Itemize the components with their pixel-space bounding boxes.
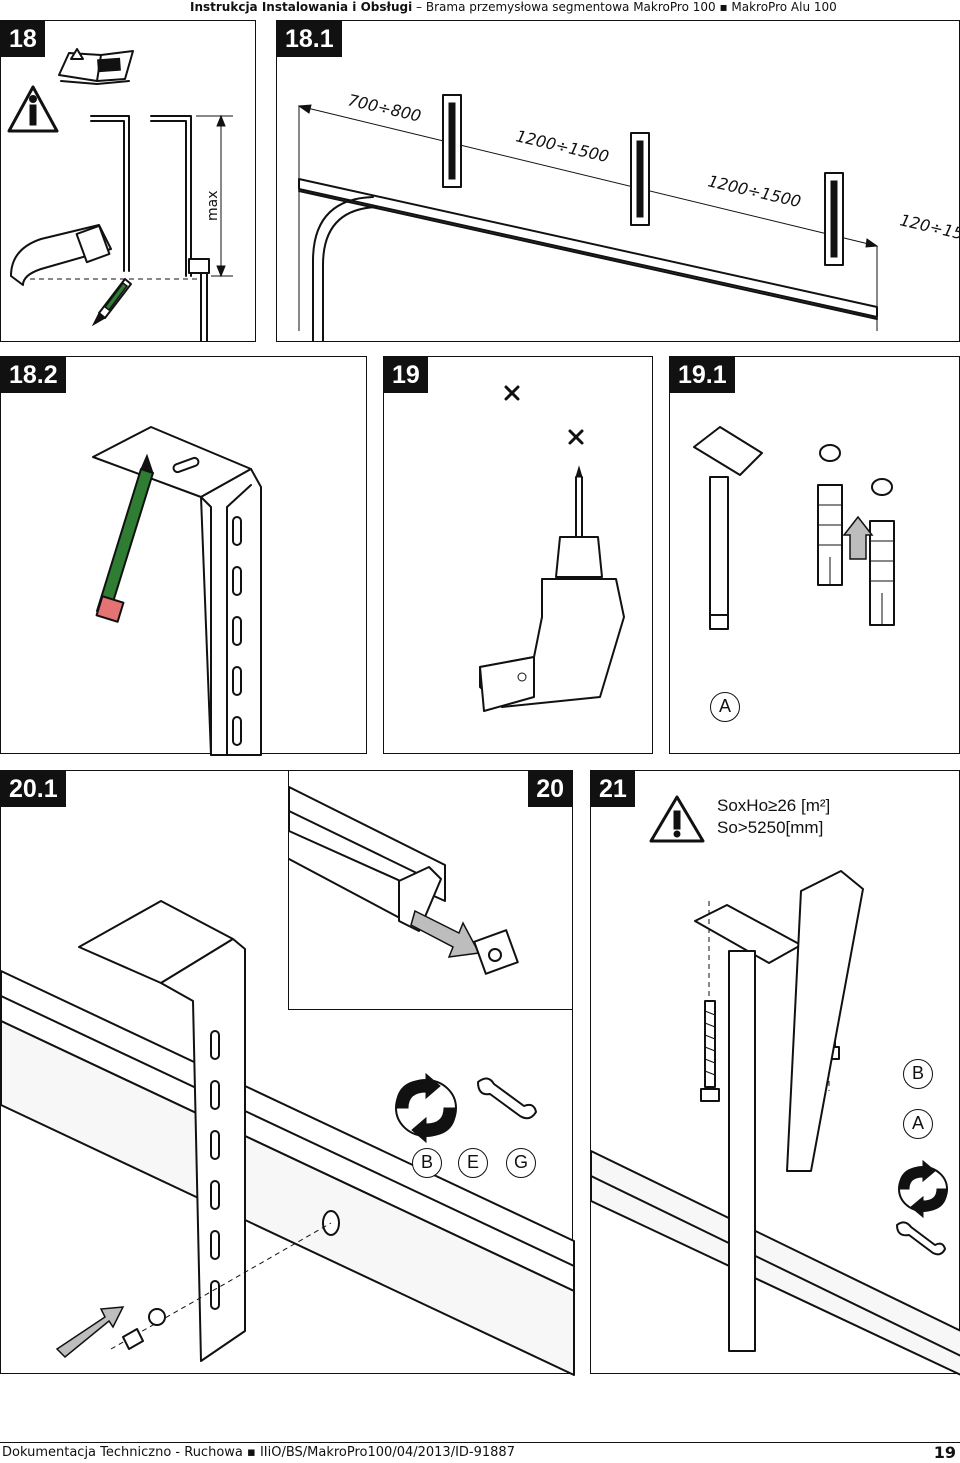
rotate-arrows-icon xyxy=(395,1072,457,1144)
header-title: Instrukcja Instalowania i Obsługi xyxy=(190,0,413,14)
panel-step-20: 20 xyxy=(288,770,573,1010)
wall-anchor xyxy=(869,520,895,626)
panel-step-19: 19 xyxy=(383,356,653,754)
part-label-b: B xyxy=(903,1059,933,1089)
max-label: max xyxy=(205,190,221,221)
dimension-4: 120÷150 xyxy=(898,210,960,245)
panel-step-18-1: 18.1 700÷800 1200÷1500 1200÷1500 120÷150 xyxy=(276,20,960,342)
step-number: 18.2 xyxy=(1,357,66,393)
hanger xyxy=(630,132,650,226)
page-footer: Dokumentacja Techniczno - Ruchowa ▪ IIiO… xyxy=(0,1442,960,1463)
formula-line-1: SoxHo≥26 [m²] xyxy=(717,796,831,815)
rotate-arrows-icon xyxy=(898,1159,948,1219)
header-subtitle: – Brama przemysłowa segmentowa MakroPro … xyxy=(416,0,837,14)
wall-anchor xyxy=(817,484,843,586)
page-number: 19 xyxy=(933,1443,956,1462)
bolt-insert-drawing xyxy=(288,786,519,975)
hanger xyxy=(442,94,462,188)
slot-holes xyxy=(210,1030,220,1310)
formula-line-2: So>5250[mm] xyxy=(717,818,824,837)
panel-step-21: 21 SoxHo≥26 [m²] So>5250[mm] B A xyxy=(590,770,960,1376)
step-number: 21 xyxy=(591,771,635,807)
ceiling-bracket-drawing xyxy=(590,870,960,1376)
wrench-icon xyxy=(896,1221,946,1256)
hammer-anchor-drawing xyxy=(693,426,895,630)
track-hanger-spacing-drawing: 700÷800 1200÷1500 1200÷1500 120÷150 xyxy=(297,90,960,342)
mark-cross xyxy=(568,429,584,445)
part-label-g: G xyxy=(506,1148,536,1178)
step-number: 18.1 xyxy=(277,21,342,57)
warning-icon xyxy=(649,795,705,843)
slot-holes xyxy=(232,516,242,746)
drilling-drawing xyxy=(479,385,625,712)
step-number: 19.1 xyxy=(670,357,735,393)
panel-step-20-1: 20.1 xyxy=(0,770,575,1376)
step-number: 18 xyxy=(1,21,45,57)
dimension-3: 1200÷1500 xyxy=(706,171,803,211)
part-label-a: A xyxy=(903,1109,933,1139)
screw xyxy=(700,1000,720,1102)
page-header: Instrukcja Instalowania i Obsługi – Bram… xyxy=(190,0,950,14)
footer-text: Dokumentacja Techniczno - Ruchowa ▪ IIiO… xyxy=(2,1445,515,1460)
step-number: 20.1 xyxy=(1,771,66,807)
hanger-mount-drawing xyxy=(0,900,575,1376)
wrench-icon xyxy=(477,1077,537,1120)
dimension-2: 1200÷1500 xyxy=(514,126,611,166)
hanger xyxy=(824,172,844,266)
panel-step-18-2: 18.2 xyxy=(0,356,367,756)
book-icon: max xyxy=(7,48,233,342)
mark-cross xyxy=(504,385,520,401)
hanger-marking-drawing xyxy=(92,426,262,756)
part-label-e: E xyxy=(458,1148,488,1178)
panel-step-18: 18 max xyxy=(0,20,256,342)
part-label-b: B xyxy=(412,1148,442,1178)
panel-step-19-1: 19.1 A xyxy=(669,356,960,754)
step-number: 20 xyxy=(528,771,572,807)
part-label-a: A xyxy=(710,692,740,722)
step-number: 19 xyxy=(384,357,428,393)
